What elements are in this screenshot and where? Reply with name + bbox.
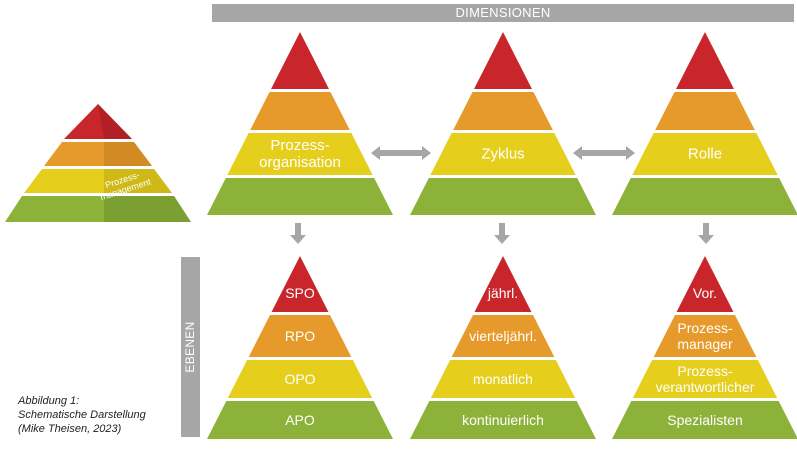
dimension-pyramid-2-tier-1 <box>474 32 532 89</box>
level-3-tier-2-label-line-2: manager <box>677 336 733 352</box>
level-1-tier-2-label-line-1: RPO <box>284 327 316 344</box>
level-3-tier-2-label: Prozess-manager <box>677 320 732 352</box>
level-pyramid-1-tier-4 <box>207 401 393 439</box>
level-pyramid-2-tier-1 <box>474 256 532 312</box>
dimension-label-1-line-2: organisation <box>259 154 341 171</box>
level-2-tier-1-label: jährl. <box>488 285 518 301</box>
level-3-tier-1-label-line-1: Vor. <box>692 285 718 302</box>
level-3-tier-3-label-line-1: Prozess- <box>677 362 733 379</box>
dimension-pyramid-3-tier-4 <box>612 178 797 215</box>
dimension-pyramid-2-tier-3 <box>430 133 576 175</box>
level-3-tier-1-label: Vor. <box>693 285 717 301</box>
level-3-tier-3-label: Prozess-verantwortlicher <box>656 363 755 395</box>
perspective-pyramid-shade-1 <box>98 104 132 139</box>
dimension-pyramid-1-tier-1 <box>271 32 329 89</box>
caption-line-1: Abbildung 1: <box>18 395 80 407</box>
dimension-pyramid-3-tier-1 <box>676 32 734 89</box>
dimension-label-1-line-1: Prozess- <box>270 136 330 154</box>
level-2-tier-3-label-line-1: monatlich <box>473 370 533 387</box>
dimension-pyramid-2-tier-2 <box>453 92 553 130</box>
levels-side-bar <box>181 257 200 437</box>
caption-line-2: Schematische Darstellung <box>18 409 146 421</box>
level-3-tier-3-label-line-2: verantwortlicher <box>655 379 755 395</box>
level-2-tier-2-label-line-1: vierteljährl. <box>469 327 537 344</box>
double-arrow-1 <box>371 146 431 160</box>
down-arrow-3 <box>698 223 714 244</box>
dimension-pyramid-1-tier-3 <box>227 133 373 175</box>
level-pyramid-3-tier-1 <box>676 256 734 312</box>
figure-caption: Abbildung 1: Schematische Darstellung (M… <box>18 394 146 436</box>
down-arrow-2 <box>494 223 510 244</box>
level-pyramid-3-tier-3 <box>632 360 778 398</box>
level-3-tier-4-label-line-1: Spezialisten <box>667 411 743 428</box>
level-1-tier-1-label-line-1: SPO <box>285 285 315 302</box>
level-pyramid-1-tier-1 <box>271 256 329 312</box>
level-1-tier-2-label: RPO <box>285 328 315 344</box>
down-arrow-1 <box>290 223 306 244</box>
level-pyramid-3-tier-2 <box>653 315 757 357</box>
level-1-tier-4-label-line-1: APO <box>285 411 315 428</box>
dimensions-label: DIMENSIONEN <box>455 5 551 20</box>
double-arrow-2 <box>573 146 635 160</box>
dimension-pyramid-1-tier-4 <box>207 178 393 215</box>
dimension-label-2: Zyklus <box>481 145 524 162</box>
level-pyramid-2-tier-2 <box>451 315 555 357</box>
level-pyramid-1-tier-3 <box>227 360 373 398</box>
level-3-tier-2-label-line-1: Prozess- <box>677 319 733 336</box>
perspective-pyramid-shade-4 <box>104 196 191 222</box>
perspective-pyramid-shade-3 <box>104 169 172 193</box>
level-1-tier-1-label: SPO <box>285 285 315 301</box>
level-2-tier-4-label: kontinuierlich <box>462 412 544 428</box>
dimension-pyramid-2-tier-4 <box>410 178 596 215</box>
levels-label: EBENEN <box>183 321 197 373</box>
dimension-pyramid-3-tier-3 <box>632 133 778 175</box>
level-3-tier-4-label: Spezialisten <box>667 412 743 428</box>
dimensions-header-bar: DIMENSIONEN <box>212 4 794 22</box>
level-2-tier-4-label-line-1: kontinuierlich <box>462 411 544 428</box>
dimension-label-1: Prozess-organisation <box>259 137 341 172</box>
level-pyramid-2-tier-3 <box>430 360 576 398</box>
level-2-tier-3-label: monatlich <box>473 371 533 387</box>
level-pyramid-1-tier-2 <box>248 315 352 357</box>
level-2-tier-2-label: vierteljährl. <box>469 328 537 344</box>
level-pyramid-3-tier-4 <box>612 401 797 439</box>
level-2-tier-1-label-line-1: jährl. <box>487 285 519 302</box>
dimension-label-2-line-1: Zyklus <box>481 145 525 163</box>
dimension-pyramid-1-tier-2 <box>250 92 350 130</box>
caption-line-3: (Mike Theisen, 2023) <box>18 423 122 435</box>
dimension-label-3: Rolle <box>688 145 722 162</box>
level-1-tier-3-label-line-1: OPO <box>284 370 316 387</box>
level-1-tier-3-label: OPO <box>284 371 315 387</box>
level-pyramid-2-tier-4 <box>410 401 596 439</box>
level-1-tier-4-label: APO <box>285 412 315 428</box>
perspective-pyramid-shade-2 <box>104 142 152 166</box>
dimension-pyramid-3-tier-2 <box>655 92 755 130</box>
dimension-label-3-line-1: Rolle <box>687 145 723 163</box>
